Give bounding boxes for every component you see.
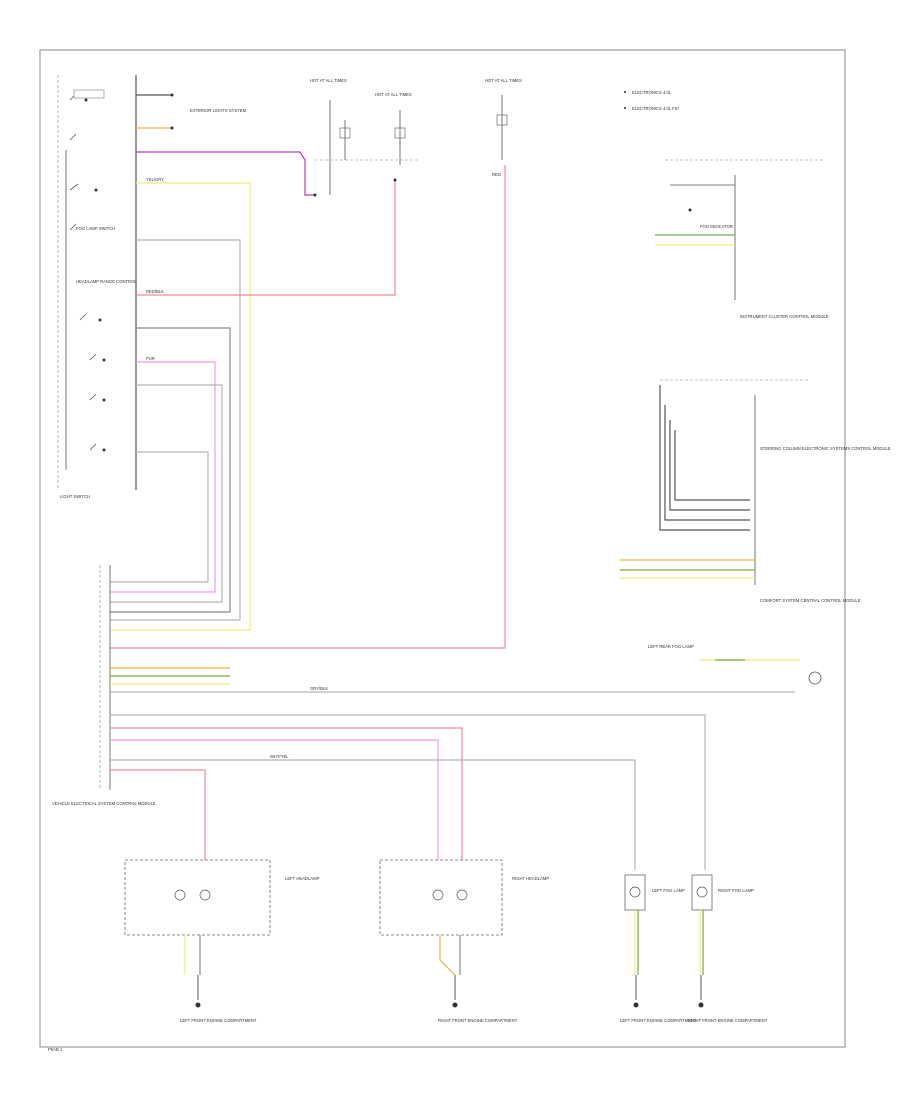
left-fog-block: LEFT FOG LAMP LEFT FRONT ENGINE COMPARTM… — [620, 874, 697, 1023]
instrument-cluster-block: FOG INDICATOR INSTRUMENT CLUSTER CONTROL… — [655, 159, 829, 319]
wire-gray-3 — [110, 384, 223, 603]
legend: ELECTRONICS 4.0L ELECTRONICS 4.0L FSI — [624, 90, 679, 111]
left-fog-label: LEFT FOG LAMP — [652, 888, 685, 893]
wire-red-top — [136, 180, 396, 296]
steering-column-block: STEERING COLUMN ELECTRONIC SYSTEMS CONTR… — [620, 379, 891, 603]
left-headlamp-label: LEFT HEADLAMP — [285, 876, 320, 881]
ground-fog-l-label: LEFT FRONT ENGINE COMPARTMENT — [620, 1018, 697, 1023]
exterior-lights-label: EXTERIOR LIGHTS SYSTEM — [190, 108, 247, 113]
fuse-label-mid: HOT AT ALL TIMES — [375, 92, 412, 97]
wire-label-gry-blk: GRY/BLK — [310, 686, 328, 691]
vehicle-electrical-label: VEHICLE ELECTRICAL SYSTEM CONTROL MODULE — [52, 801, 156, 806]
left-headlamp-block: LEFT HEADLAMP LEFT FRONT ENGINE COMPARTM… — [124, 859, 320, 1023]
left-rear-fog-block: LEFT REAR FOG LAMP — [648, 644, 822, 685]
wire-label-red-blk: RED/BLK — [146, 289, 164, 294]
left-rear-fog-label: LEFT REAR FOG LAMP — [648, 644, 694, 649]
wire-red-headlamp-r — [110, 727, 463, 860]
right-fog-label: RIGHT FOG LAMP — [718, 888, 754, 893]
wire-purple-headlamp-r — [110, 739, 439, 860]
wire-label-wht-yel: WHT/YEL — [270, 754, 289, 759]
fog-lamp-switch-label: FOG LAMP SWITCH — [76, 226, 115, 231]
comfort-system-label: COMFORT SYSTEM CENTRAL CONTROL MODULE — [760, 598, 861, 603]
wire-yellow — [110, 182, 251, 631]
fuse-block: HOT AT ALL TIMES HOT AT ALL TIMES HOT AT… — [310, 78, 522, 197]
wire-gray-fog-l — [110, 759, 636, 870]
legend-item-1: ELECTRONICS 4.0L — [632, 90, 672, 95]
vehicle-electrical-connector: VEHICLE ELECTRICAL SYSTEM CONTROL MODULE — [52, 565, 156, 806]
right-headlamp-label: RIGHT HEADLAMP — [512, 876, 549, 881]
wire-label-yel-gry: YEL/GRY — [146, 177, 164, 182]
wire-gray-1 — [110, 239, 241, 621]
steering-column-label: STEERING COLUMN ELECTRONIC SYSTEMS CONTR… — [760, 446, 891, 451]
wire-pink — [110, 361, 216, 593]
wire-purple-top — [136, 151, 315, 196]
wire-red-headlamp-l — [110, 769, 206, 860]
footer-code: P5AB 1 — [48, 1047, 63, 1052]
wire-gray-fog-r — [110, 714, 706, 870]
wire-label-pur: PUR — [146, 356, 155, 361]
ground-mid-label: RIGHT FRONT ENGINE COMPARTMENT — [438, 1018, 518, 1023]
right-fog-block: RIGHT FOG LAMP RIGHT FRONT ENGINE COMPAR… — [688, 874, 768, 1023]
fuse-label-left: HOT AT ALL TIMES — [310, 78, 347, 83]
wire-gray-2 — [110, 327, 231, 613]
wire-label-red: RED — [492, 172, 501, 177]
instrument-cluster-label: INSTRUMENT CLUSTER CONTROL MODULE — [740, 314, 829, 319]
headlamp-range-label: HEADLAMP RANGE CONTROL — [76, 279, 137, 284]
fuse-label-right: HOT AT ALL TIMES — [485, 78, 522, 83]
diagram-frame — [39, 49, 846, 1048]
right-headlamp-block: RIGHT HEADLAMP RIGHT FRONT ENGINE COMPAR… — [379, 859, 549, 1023]
light-switch-label: LIGHT SWITCH — [60, 494, 90, 499]
wire-gray-4 — [110, 451, 209, 583]
wire-red-fuse — [110, 165, 506, 649]
light-switch-block: FOG LAMP SWITCH HEADLAMP RANGE CONTROL L… — [57, 75, 137, 499]
light-switch-outputs: EXTERIOR LIGHTS SYSTEM — [136, 93, 247, 130]
fog-indicator-label: FOG INDICATOR — [700, 224, 733, 229]
ground-left-label: LEFT FRONT ENGINE COMPARTMENT — [180, 1018, 257, 1023]
legend-item-2: ELECTRONICS 4.0L FSI — [632, 106, 679, 111]
ground-fog-r-label: RIGHT FRONT ENGINE COMPARTMENT — [688, 1018, 768, 1023]
